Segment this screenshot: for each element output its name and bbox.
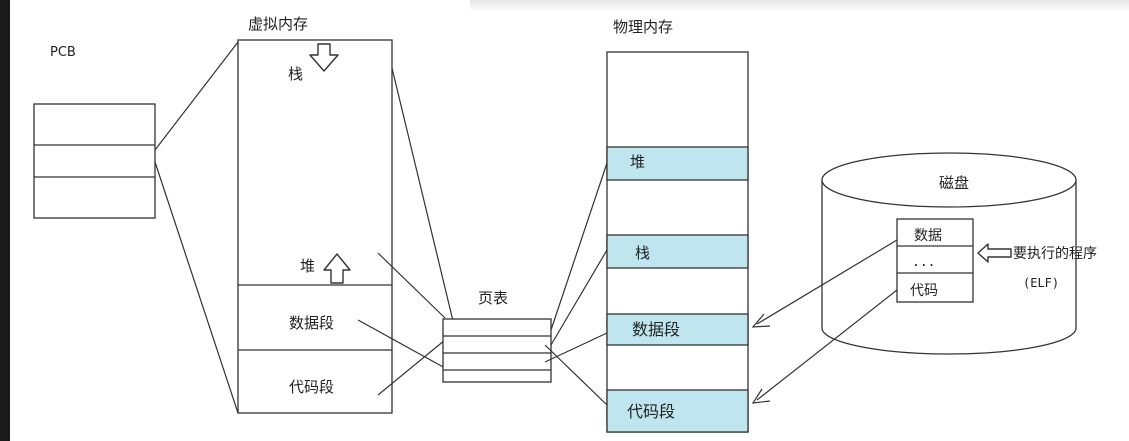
- vm-stack-label: 栈: [288, 65, 303, 83]
- elf-label: (ELF): [1023, 276, 1059, 290]
- physical-memory-title: 物理内存: [613, 18, 673, 36]
- heap-grow-up-arrow-icon: [323, 253, 351, 284]
- top-shadow: [470, 0, 1129, 12]
- disk-title: 磁盘: [939, 174, 969, 192]
- file-code-label: 代码: [910, 283, 938, 299]
- page-table-title: 页表: [478, 289, 508, 307]
- pcb-box: [33, 103, 156, 219]
- pm-code-segment-block: [606, 389, 749, 433]
- pm-data-segment-label: 数据段: [632, 320, 680, 339]
- file-data-label: 数据: [914, 228, 942, 244]
- vm-data-segment-label: 数据段: [289, 314, 334, 332]
- elf-file-box: [896, 218, 974, 303]
- pcb-label: PCB: [50, 45, 76, 60]
- virtual-memory-title: 虚拟内存: [248, 15, 308, 33]
- vm-heap-label: 堆: [300, 257, 315, 275]
- pm-data-segment-block: [606, 313, 749, 346]
- pm-stack-label: 栈: [635, 244, 650, 262]
- virtual-memory-box: [237, 39, 393, 414]
- pcb-to-vm-lines: [154, 41, 239, 414]
- stack-grow-down-arrow-icon: [309, 43, 339, 72]
- pm-stack-block: [606, 234, 749, 269]
- left-border: [0, 0, 10, 441]
- pm-code-segment-label: 代码段: [627, 402, 675, 421]
- pointer-left-arrow-icon: [977, 243, 1012, 263]
- disk-to-pm-arrows: [751, 239, 898, 404]
- file-ellipsis-label: ...: [912, 255, 935, 270]
- pm-heap-block: [606, 146, 749, 181]
- vm-code-segment-label: 代码段: [289, 378, 334, 396]
- page-table-box: [442, 318, 552, 383]
- program-to-run-label: 要执行的程序: [1013, 246, 1097, 262]
- pm-heap-label: 堆: [630, 153, 645, 171]
- vm-to-page-table-lines: [357, 67, 461, 396]
- page-table-to-pm-lines: [544, 162, 608, 406]
